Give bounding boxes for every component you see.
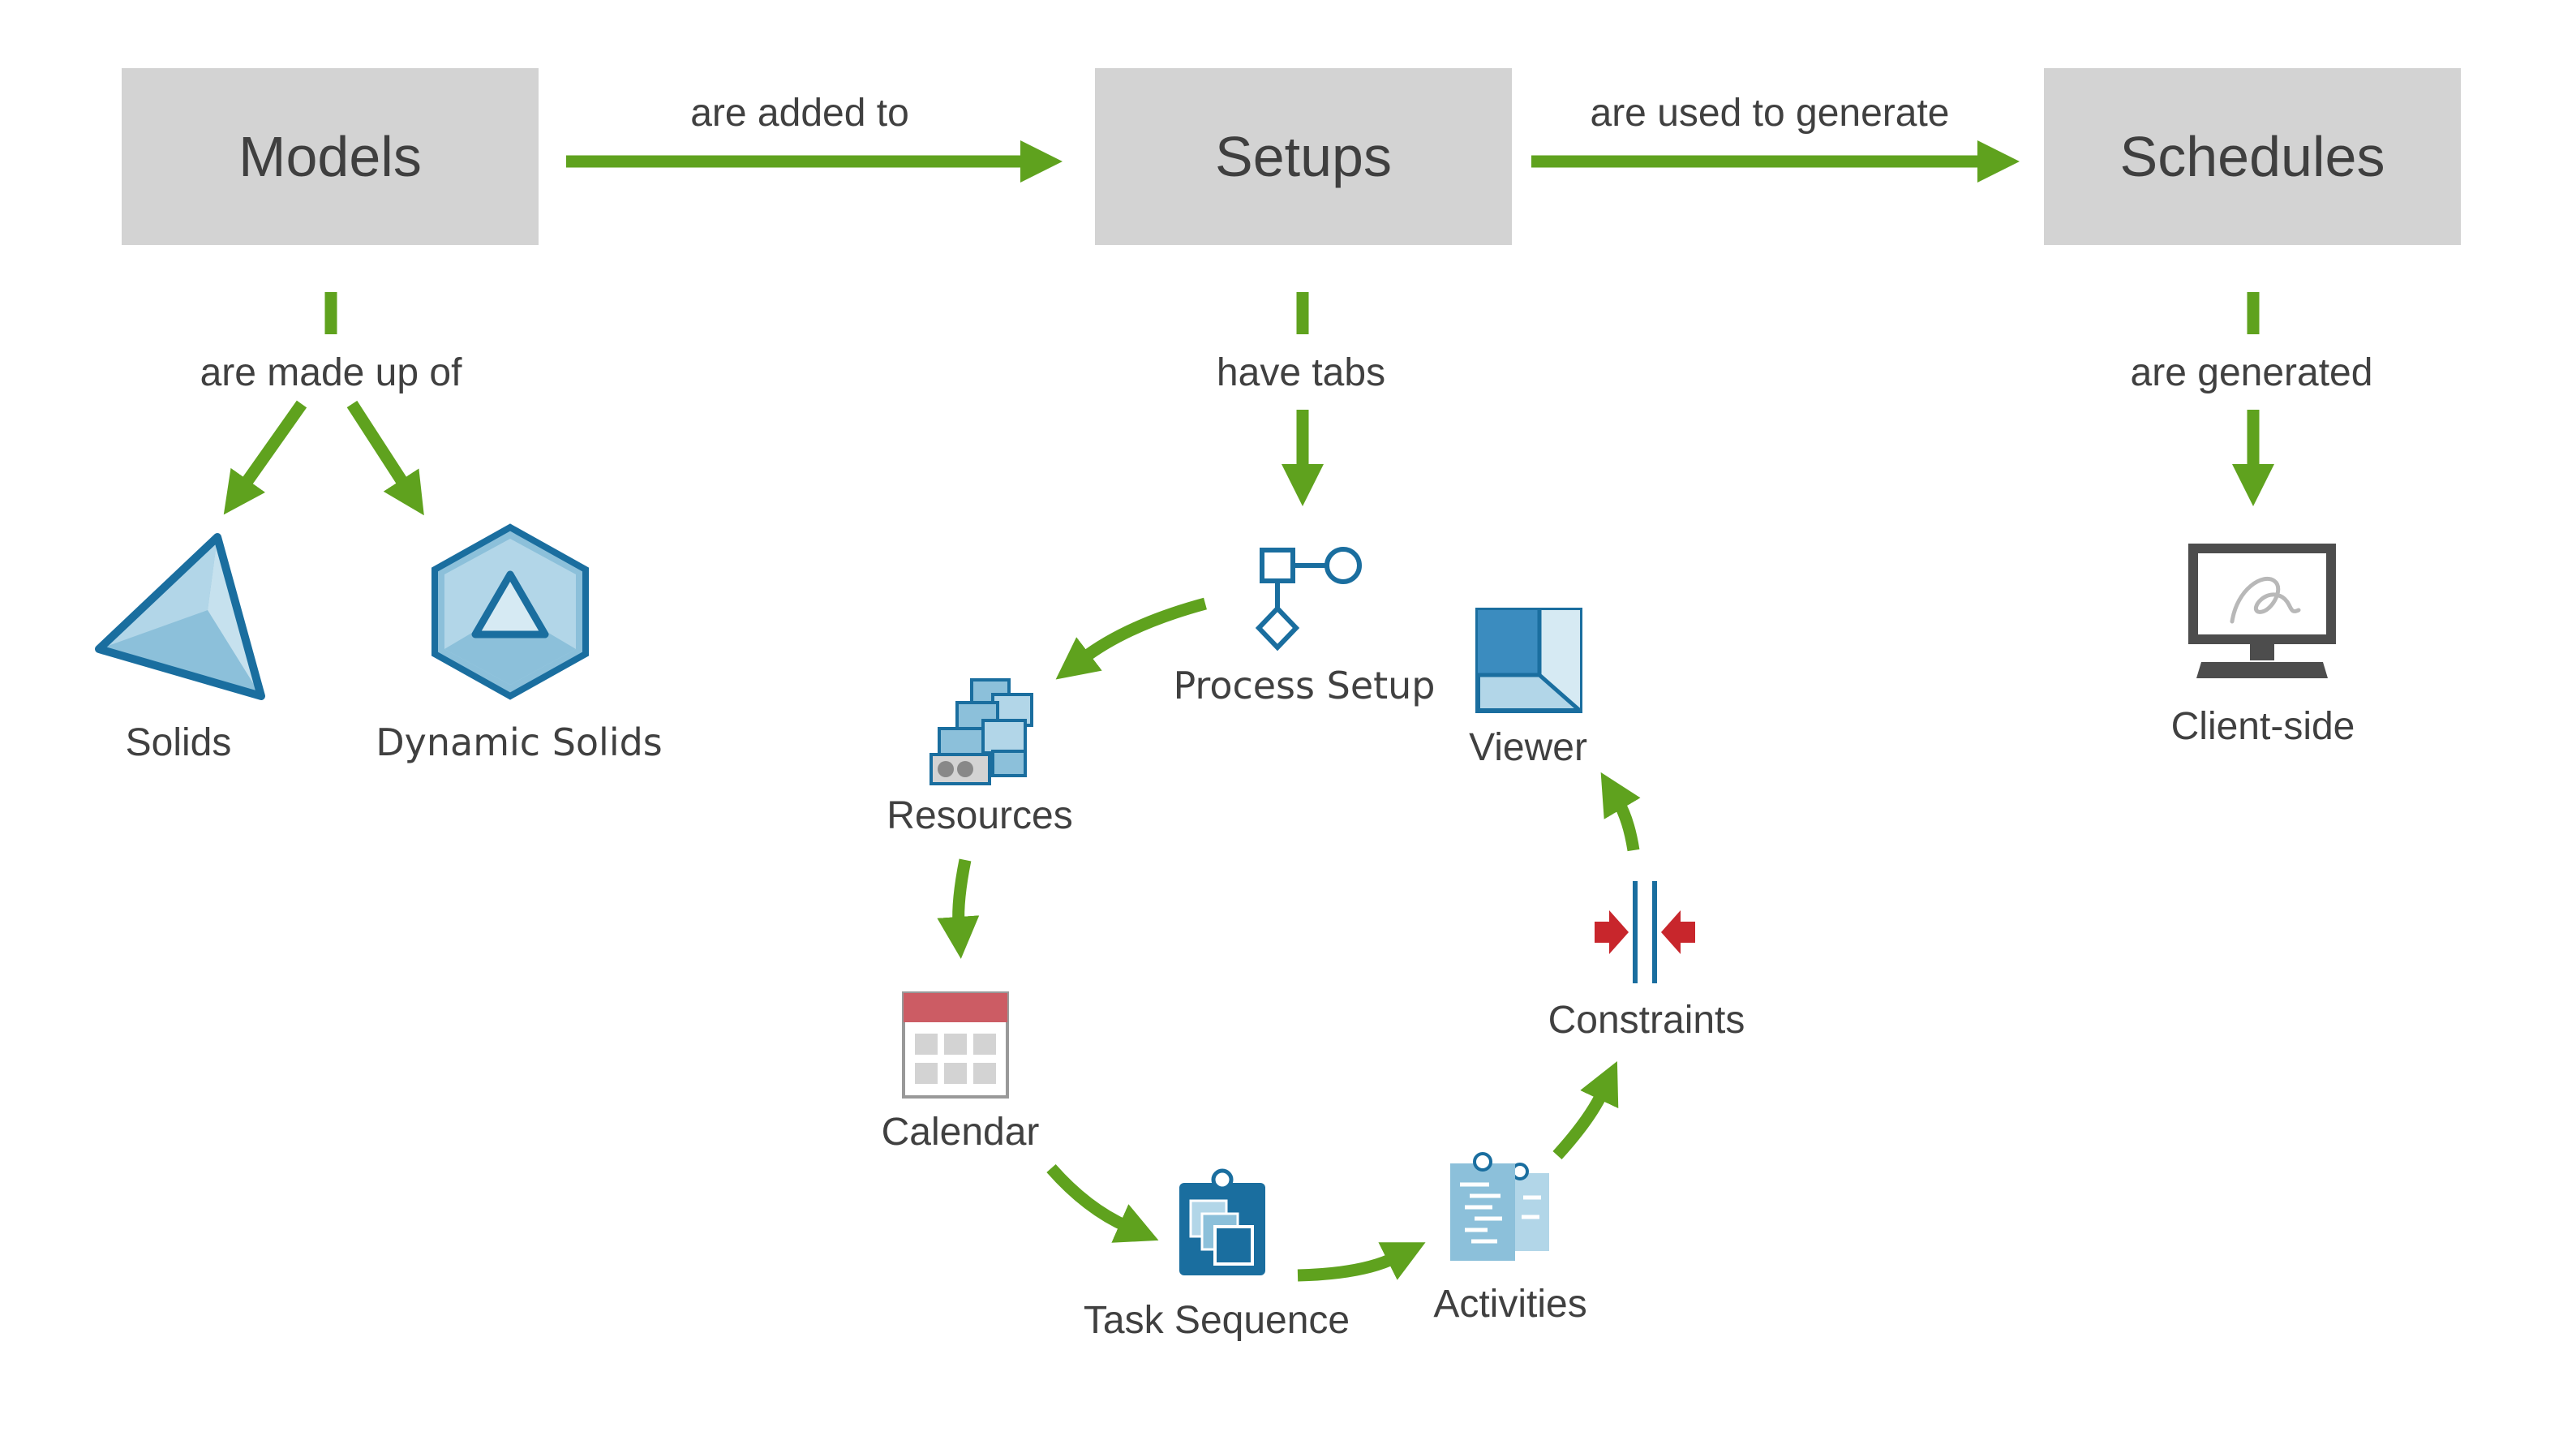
label-are-generated: are generated	[2130, 351, 2373, 394]
arrow-task-to-activities	[1297, 1242, 1426, 1282]
label-constraints: Constraints	[1548, 999, 1745, 1042]
solids-icon	[95, 533, 265, 700]
label-resources: Resources	[887, 794, 1073, 837]
label-have-tabs: have tabs	[1216, 351, 1386, 394]
label-client-side: Client-side	[2170, 705, 2355, 748]
arrow-to-dynamic-solids	[346, 400, 424, 516]
constraints-icon	[1595, 881, 1695, 983]
arrow-constraints-to-viewer	[1600, 772, 1641, 852]
dynamic-solids-icon	[431, 523, 589, 700]
label-dynamic-solids: Dynamic Solids	[376, 720, 663, 764]
label-task-sequence: Task Sequence	[1083, 1299, 1350, 1342]
arrow-process-to-resources	[1055, 597, 1207, 680]
label-are-added-to: are added to	[690, 92, 909, 135]
arrow-resources-to-calendar	[937, 858, 980, 959]
resources-icon	[930, 678, 1033, 785]
label-process-setup: Process Setup	[1173, 664, 1436, 707]
models-box: Models	[122, 68, 539, 245]
schedules-box-label: Schedules	[2119, 125, 2385, 188]
monitor-icon	[2188, 544, 2336, 678]
arrow-calendar-to-task	[1046, 1164, 1159, 1243]
models-box-label: Models	[238, 125, 422, 188]
label-calendar: Calendar	[881, 1111, 1040, 1154]
label-viewer: Viewer	[1469, 726, 1587, 769]
viewer-icon	[1475, 608, 1582, 713]
arrow-to-solids	[223, 400, 307, 515]
schedules-box: Schedules	[2044, 68, 2461, 245]
calendar-icon	[902, 991, 1009, 1099]
label-are-made-up-of: are made up of	[200, 351, 462, 394]
label-are-used-to-generate: are used to generate	[1590, 92, 1950, 135]
setups-box-label: Setups	[1215, 125, 1392, 188]
arrow-activities-to-constraints	[1552, 1061, 1619, 1160]
label-activities: Activities	[1433, 1283, 1587, 1326]
label-solids: Solids	[125, 721, 232, 764]
process-setup-icon	[1255, 547, 1362, 651]
activities-icon	[1450, 1152, 1549, 1261]
task-sequence-icon	[1179, 1168, 1265, 1275]
setups-box: Setups	[1095, 68, 1512, 245]
